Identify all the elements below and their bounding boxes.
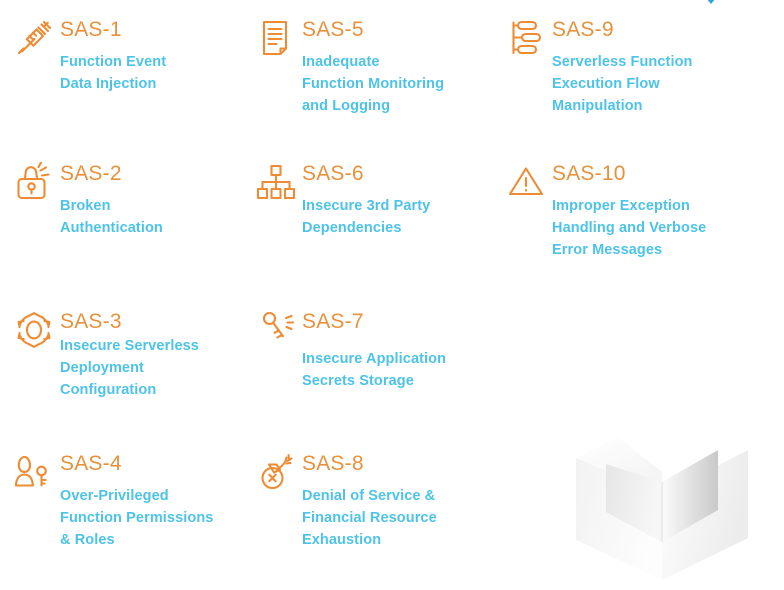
threat-title: SAS-6 [302,162,364,185]
abstract-3d-box-graphic [570,420,760,580]
threat-title: SAS-4 [60,452,122,475]
threat-title: SAS-3 [60,310,122,333]
threat-title: SAS-2 [60,162,122,185]
threat-description: Improper Exception Handling and Verbose … [552,198,707,258]
threat-title: SAS-10 [552,162,626,185]
threat-description: Insecure 3rd Party Dependencies [302,198,431,236]
warning-triangle-icon [506,162,552,202]
threat-text-sas-7: SAS-7 Insecure Application Secrets Stora… [302,310,446,392]
threat-title: SAS-1 [60,18,122,41]
threat-description: Insecure Application Secrets Storage [302,351,447,389]
threat-title: SAS-7 [302,310,364,333]
threat-title: SAS-9 [552,18,614,41]
threat-text-sas-6: SAS-6 Insecure 3rd Party Dependencies [302,162,430,239]
threat-text-sas-9: SAS-9 Serverless Function Execution Flow… [552,18,693,117]
threat-text-sas-4: SAS-4 Over-Privileged Function Permissio… [60,452,213,551]
blue-chevron-icon [700,0,722,9]
gear-icon [14,310,60,350]
threat-item-sas-4[interactable]: SAS-4 Over-Privileged Function Permissio… [14,452,213,551]
threat-item-sas-7[interactable]: SAS-7 Insecure Application Secrets Stora… [256,310,446,392]
threat-text-sas-3: SAS-3 Insecure Serverless Deployment Con… [60,310,199,401]
threat-description: Serverless Function Execution Flow Manip… [552,54,693,114]
threat-text-sas-8: SAS-8 Denial of Service & Financial Reso… [302,452,437,551]
threat-item-sas-1[interactable]: SAS-1 Function Event Data Injection [14,18,166,95]
key-icon [256,310,302,350]
threat-description: Denial of Service & Financial Resource E… [302,488,437,548]
threat-item-sas-3[interactable]: SAS-3 Insecure Serverless Deployment Con… [14,310,199,401]
threat-text-sas-1: SAS-1 Function Event Data Injection [60,18,166,95]
threat-item-sas-10[interactable]: SAS-10 Improper Exception Handling and V… [506,162,706,261]
threat-item-sas-5[interactable]: SAS-5 Inadequate Function Monitoring and… [256,18,444,117]
document-log-icon [256,18,302,58]
threat-item-sas-8[interactable]: SAS-8 Denial of Service & Financial Reso… [256,452,437,551]
threat-item-sas-6[interactable]: SAS-6 Insecure 3rd Party Dependencies [256,162,430,239]
threat-description: Over-Privileged Function Permissions & R… [60,488,214,548]
threat-item-sas-9[interactable]: SAS-9 Serverless Function Execution Flow… [506,18,693,117]
threat-description: Broken Authentication [60,198,163,236]
threat-description: Function Event Data Injection [60,54,167,92]
hierarchy-tree-icon [256,162,302,202]
broken-padlock-icon [14,162,60,202]
threat-title: SAS-5 [302,18,364,41]
threat-item-sas-2[interactable]: SAS-2 Broken Authentication [14,162,163,239]
threat-description: Inadequate Function Monitoring and Loggi… [302,54,445,114]
threat-text-sas-5: SAS-5 Inadequate Function Monitoring and… [302,18,444,117]
threat-description: Insecure Serverless Deployment Configura… [60,338,199,398]
threat-text-sas-2: SAS-2 Broken Authentication [60,162,163,239]
threat-title: SAS-8 [302,452,364,475]
user-with-key-icon [14,452,60,492]
flow-diagram-icon [506,18,552,58]
bomb-icon [256,452,302,492]
syringe-icon [14,18,60,58]
threat-text-sas-10: SAS-10 Improper Exception Handling and V… [552,162,706,261]
